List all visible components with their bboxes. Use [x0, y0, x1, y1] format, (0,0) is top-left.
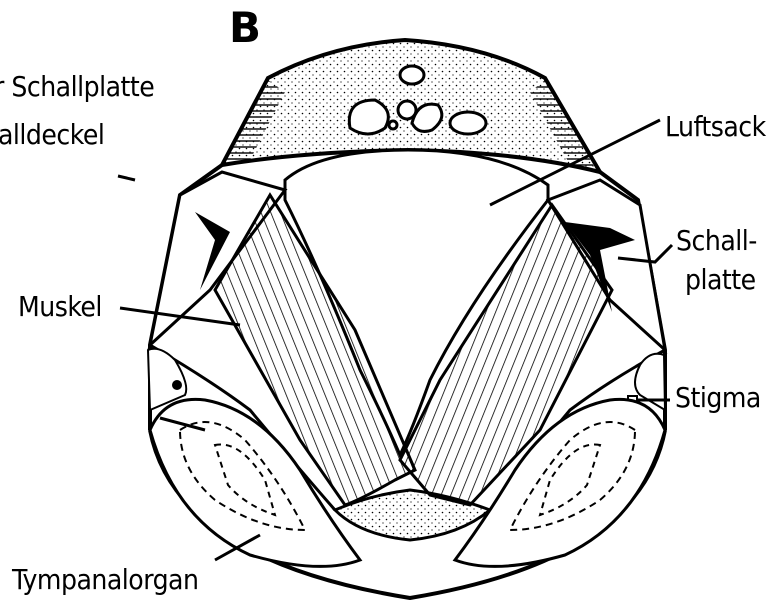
label-schallplatte-right-1: Schall-: [676, 226, 757, 256]
spiracle-left: [172, 380, 182, 390]
label-schallplatte-left: r Schallplatte: [0, 72, 154, 102]
panel-letter: B: [229, 6, 261, 50]
label-muskel: Muskel: [18, 292, 102, 322]
label-schalldeckel: alldeckel: [0, 120, 104, 150]
leader-schalldeckel: [118, 176, 135, 180]
label-schallplatte-right-2: platte: [685, 265, 756, 295]
label-tympanalorgan: Tympanalorgan: [12, 565, 198, 595]
label-luftsack: Luftsack: [665, 112, 766, 142]
label-stigma: Stigma: [675, 383, 761, 413]
